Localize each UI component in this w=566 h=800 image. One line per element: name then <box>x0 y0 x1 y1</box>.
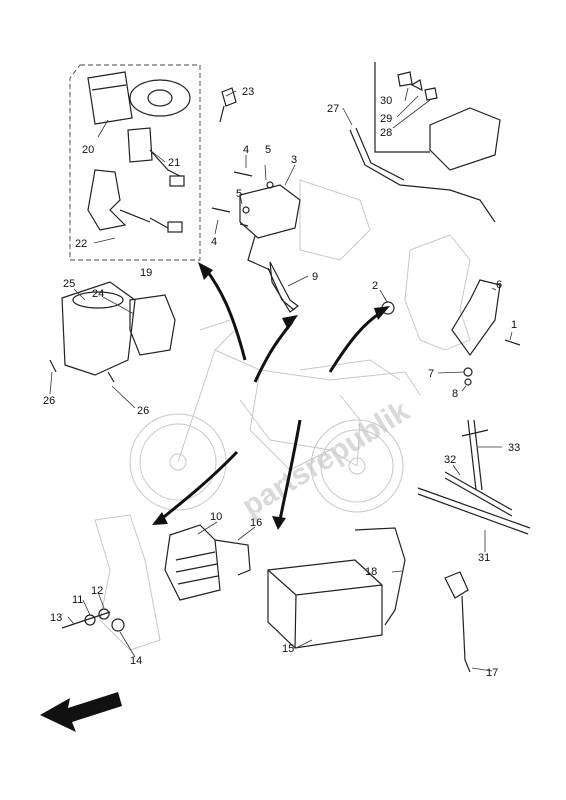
callout-3: 3 <box>291 154 297 166</box>
collar-12 <box>98 608 110 620</box>
callout-33: 33 <box>508 442 520 454</box>
callout-25: 25 <box>63 278 75 290</box>
callout-24: 24 <box>92 288 104 300</box>
switch-part-lower <box>87 169 127 231</box>
watermark: partsrepublik <box>236 394 415 523</box>
callout-1: 1 <box>511 319 517 331</box>
battery-cable-18 <box>354 527 406 626</box>
callout-29: 29 <box>380 113 392 125</box>
callout-26b: 26 <box>137 405 149 417</box>
key-part <box>219 87 237 123</box>
callout-15: 15 <box>282 643 294 655</box>
callout-27: 27 <box>327 103 339 115</box>
callout-4a: 4 <box>243 144 249 156</box>
callout-22: 22 <box>75 238 87 250</box>
wire-harness-27 <box>349 129 496 223</box>
callout-2: 2 <box>372 280 378 292</box>
callout-14: 14 <box>130 655 142 667</box>
ignition-plate <box>129 79 191 117</box>
callout-20: 20 <box>82 144 94 156</box>
nut-8 <box>464 378 472 386</box>
callout-5a: 5 <box>265 144 271 156</box>
callout-13: 13 <box>50 612 62 624</box>
callout-12: 12 <box>91 585 103 597</box>
callout-11: 11 <box>72 594 83 606</box>
bracket-16 <box>214 539 251 576</box>
damper-14 <box>111 618 125 632</box>
bolt-13 <box>61 611 111 629</box>
starter-cable-17 <box>444 571 471 673</box>
ecu-part <box>87 71 133 125</box>
battery-15 <box>267 559 383 649</box>
bracket-6 <box>451 279 501 357</box>
switch-part-21 <box>127 127 181 177</box>
arrow-heads <box>152 262 390 530</box>
callout-17: 17 <box>486 667 498 679</box>
callout-9: 9 <box>312 271 318 283</box>
callout-6: 6 <box>496 279 502 291</box>
plug-cap <box>269 261 299 313</box>
motorcycle-outline <box>129 319 421 513</box>
callout-7: 7 <box>428 368 434 380</box>
bolts <box>211 171 253 227</box>
direction-arrows <box>159 267 383 522</box>
front-direction-arrow <box>40 692 122 732</box>
cover-25 <box>61 281 136 376</box>
grommet-7 <box>463 367 473 377</box>
callout-26a: 26 <box>43 395 55 407</box>
strap-31 <box>417 487 531 535</box>
callout-31: 31 <box>478 552 490 564</box>
switch-group-box <box>69 64 201 261</box>
callout-18: 18 <box>365 566 377 578</box>
regulator-10 <box>164 524 221 601</box>
strap-32 <box>444 471 513 517</box>
leader-lines <box>49 87 513 672</box>
fuse-box <box>429 107 501 171</box>
band-33 <box>461 419 489 491</box>
callout-28: 28 <box>380 127 392 139</box>
callout-5b: 5 <box>236 188 242 200</box>
frame-outline <box>94 179 471 651</box>
callout-4b: 4 <box>211 236 217 248</box>
callout-10: 10 <box>210 511 222 523</box>
fuses <box>397 71 438 101</box>
callout-19: 19 <box>140 267 152 279</box>
ignition-coil <box>239 184 301 239</box>
callout-30: 30 <box>380 95 392 107</box>
callout-32: 32 <box>444 454 456 466</box>
callout-8: 8 <box>452 388 458 400</box>
screws-26 <box>49 359 115 383</box>
callout-21: 21 <box>168 157 180 169</box>
lock-24 <box>129 294 176 356</box>
bolt-1 <box>504 339 521 346</box>
callout-16: 16 <box>250 517 262 529</box>
callout-23: 23 <box>242 86 254 98</box>
